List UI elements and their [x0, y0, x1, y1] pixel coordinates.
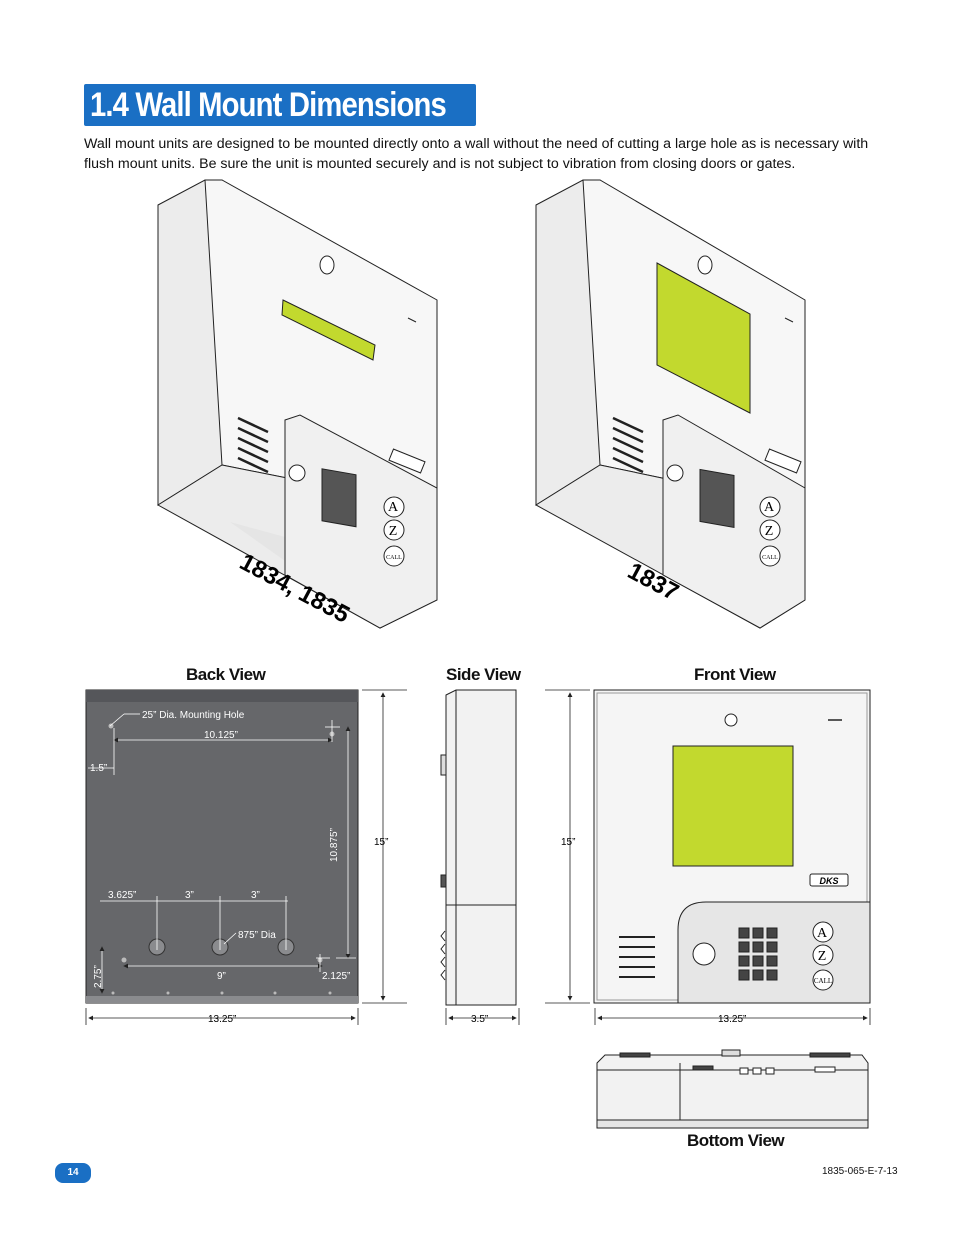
dim-3a: 3” — [185, 890, 194, 901]
back-view-label: Back View — [186, 665, 266, 684]
bottom-view-label: Bottom View — [687, 1131, 785, 1150]
key-a-front: A — [817, 926, 828, 941]
key-a-right: A — [764, 500, 775, 515]
key-a-left: A — [388, 500, 399, 515]
intro-paragraph: Wall mount units are designed to be moun… — [84, 136, 869, 172]
dim-depth: 3.5” — [471, 1014, 488, 1025]
section-title: 1.4 Wall Mount Dimensions — [90, 86, 447, 124]
key-z-right: Z — [765, 524, 774, 539]
bottom-view-drawing — [596, 1049, 869, 1129]
dim-3625: 3.625” — [108, 890, 136, 901]
dim-width-back: 13.25” — [208, 1014, 236, 1025]
front-view-label: Front View — [694, 665, 776, 684]
key-call-right: CALL — [762, 555, 778, 561]
dim-height-front: 15” — [561, 837, 575, 848]
key-z-left: Z — [389, 524, 398, 539]
dim-10875: 10.875” — [329, 828, 340, 862]
dim-3b: 3” — [251, 890, 260, 901]
section-title-box — [84, 84, 476, 126]
dim-2125: 2.125” — [322, 971, 350, 982]
dim-height-back: 15” — [374, 837, 388, 848]
key-call-left: CALL — [386, 555, 402, 561]
dim-875: 875” Dia — [238, 930, 276, 941]
dim-width-front: 13.25” — [718, 1014, 746, 1025]
dim-hole: 25” Dia. Mounting Hole — [142, 710, 245, 721]
side-view-label: Side View — [446, 665, 521, 684]
dim-15: 1.5” — [90, 763, 107, 774]
brand-logo-front: DKS — [819, 876, 838, 886]
key-call-front: CALL — [814, 977, 832, 985]
key-z-front: Z — [818, 949, 827, 964]
document-code: 1835-065-E-7-13 — [822, 1166, 898, 1177]
dim-10125: 10.125” — [204, 730, 238, 741]
front-view-drawing — [545, 689, 871, 1025]
page-number: 14 — [55, 1163, 91, 1183]
dim-9: 9” — [217, 971, 226, 982]
back-view-drawing — [85, 689, 407, 1025]
unit-1837-illustration — [535, 179, 806, 629]
unit-1834-1835-illustration — [157, 179, 438, 629]
dim-275: 2.75” — [93, 965, 104, 988]
side-view-drawing — [440, 689, 520, 1025]
